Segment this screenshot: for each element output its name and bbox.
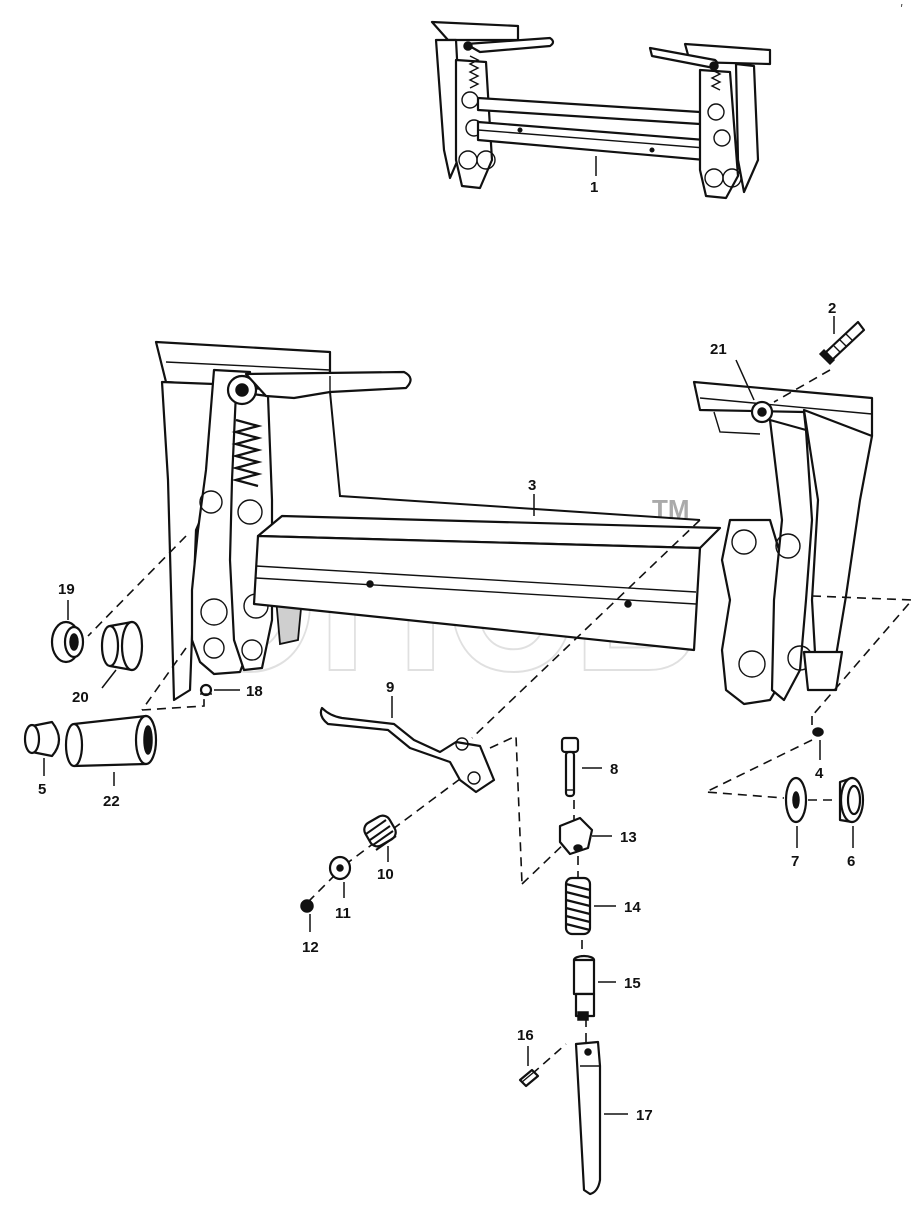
part-1-frame-assembly [430,20,772,200]
svg-text:11: 11 [335,905,351,922]
part-16-roll-pin [518,1068,540,1088]
svg-text:16: 16 [517,1027,534,1044]
callout-10: 10 [377,846,394,883]
svg-text:3: 3 [528,477,536,494]
callout-14: 14 [594,899,641,916]
svg-text:18: 18 [246,683,263,700]
callout-18: 18 [214,683,263,700]
svg-text:10: 10 [377,866,394,883]
part-4-nut [812,727,824,737]
part-22-sleeve [64,714,158,768]
part-2-bolt [818,320,866,366]
callout-15: 15 [598,975,641,992]
part-10-spring [363,814,397,851]
callout-11: 11 [335,882,351,922]
svg-text:6: 6 [847,853,855,870]
left-latch-spring [231,418,263,488]
callout-20: 20 [72,669,117,706]
part-14-spring [564,876,592,936]
part-8-pin [560,736,580,798]
part-7-washer [784,776,808,824]
callout-9: 9 [386,679,394,718]
svg-text:19: 19 [58,581,75,598]
callout-22: 22 [103,772,120,810]
svg-text:17: 17 [636,1107,653,1124]
callout-4: 4 [815,740,824,782]
part-17-handle [574,1040,602,1196]
callout-8: 8 [582,761,618,778]
callout-12: 12 [302,914,319,956]
svg-text:5: 5 [38,781,46,798]
part-12-nut [300,899,314,913]
part-9-lever [319,706,496,794]
svg-text:20: 20 [72,689,89,706]
callout-17: 17 [604,1107,653,1124]
callout-3: 3 [528,477,536,516]
part-13-block [558,816,594,856]
svg-text:15: 15 [624,975,641,992]
svg-text:12: 12 [302,939,319,956]
svg-text:22: 22 [103,793,120,810]
callout-2: 2 [828,300,836,334]
svg-text:2: 2 [828,300,836,317]
part-5-bushing [23,720,61,758]
svg-text:21: 21 [710,341,727,358]
callouts: 1 2 3 4 5 6 7 8 [38,156,855,1124]
callout-1: 1 [590,156,598,196]
callout-7: 7 [791,826,799,870]
part-21-stop-pin [750,400,774,424]
svg-text:13: 13 [620,829,637,846]
callout-19: 19 [58,581,75,620]
svg-text:14: 14 [624,899,641,916]
part-6-bearing [838,776,865,824]
part-15-plunger [572,954,596,1021]
part-19-bushing-flange [50,620,85,664]
svg-text:7: 7 [791,853,799,870]
part-20-bushing [100,620,144,672]
callout-13: 13 [592,829,637,846]
callout-21: 21 [710,341,755,401]
callout-16: 16 [517,1027,534,1066]
svg-text:4: 4 [815,765,824,782]
svg-text:8: 8 [610,761,618,778]
callout-5: 5 [38,758,46,798]
svg-text:1: 1 [590,179,598,196]
callout-6: 6 [847,826,855,870]
svg-text:9: 9 [386,679,394,696]
part-11-washer [328,855,352,881]
part-3-main-frame [154,340,874,706]
corner-mark: ʹ [900,3,903,17]
part-18-grease-fitting [199,683,213,697]
